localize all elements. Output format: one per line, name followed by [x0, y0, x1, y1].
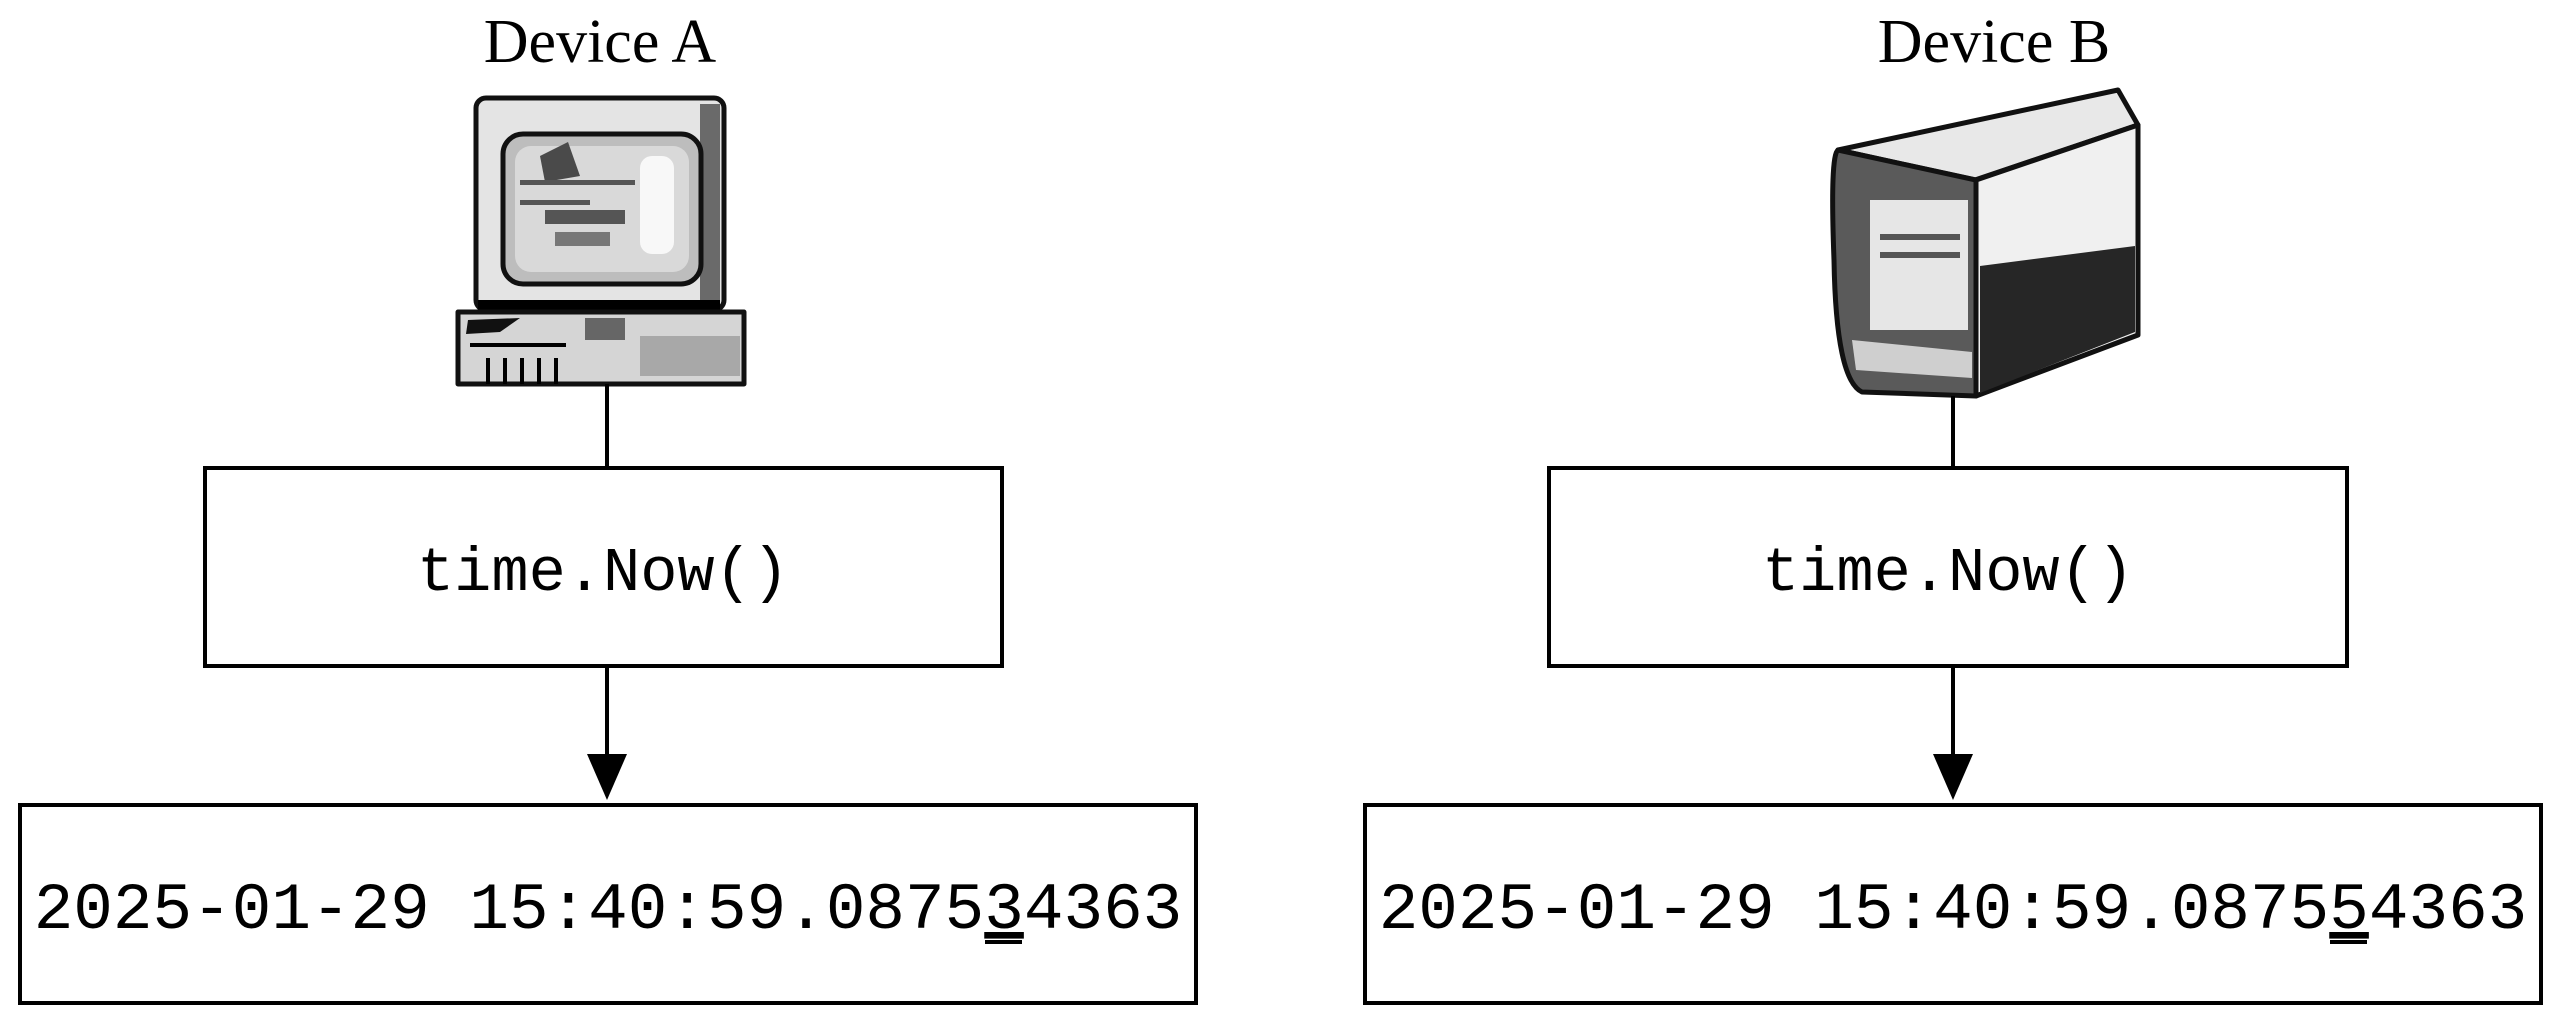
device-a-timestamp-differing-digit: 3 [984, 873, 1024, 948]
device-b-column: Device B time.Now() 2025-01-29 15:40:59.… [1363, 8, 2543, 1005]
device-b-call-box [1547, 466, 2349, 668]
device-a-column: Device A [18, 8, 1198, 1005]
device-a-timestamp-suffix: 4363 [1024, 873, 1182, 948]
device-a-title: Device A [484, 8, 717, 76]
device-b-timestamp-suffix: 4363 [2369, 873, 2527, 948]
device-a-call-label: time.Now() [417, 538, 789, 609]
device-a-timestamp-box [18, 803, 1198, 1005]
device-b-timestamp-box [1363, 803, 2543, 1005]
device-b-call-label: time.Now() [1762, 538, 2134, 609]
desktop-computer-icon [455, 95, 747, 387]
server-tower-icon [1830, 87, 2141, 399]
device-a-call-box [203, 466, 1004, 668]
device-b-timestamp-differing-digit: 5 [2329, 873, 2369, 948]
device-b-title: Device B [1878, 8, 2110, 76]
device-b-timestamp-prefix: 2025-01-29 15:40:59.0875 [1379, 873, 2330, 948]
device-a-arrowhead [587, 754, 627, 800]
device-a-timestamp: 2025-01-29 15:40:59.087534363 [34, 873, 1183, 948]
device-b-timestamp: 2025-01-29 15:40:59.087554363 [1379, 873, 2528, 948]
device-a-timestamp-prefix: 2025-01-29 15:40:59.0875 [34, 873, 985, 948]
device-b-arrowhead [1933, 754, 1973, 800]
